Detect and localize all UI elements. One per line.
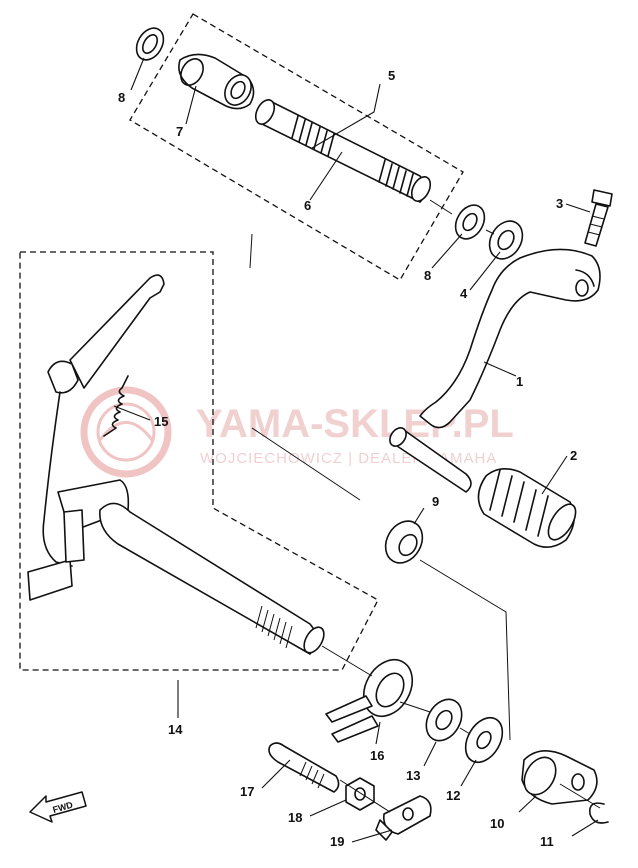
callout-11: 11 bbox=[540, 834, 554, 849]
part-1-shift-pedal bbox=[389, 248, 601, 493]
leader-lines bbox=[113, 57, 599, 843]
callout-4: 4 bbox=[460, 286, 468, 301]
callout-1: 1 bbox=[516, 374, 523, 389]
part-3-bolt bbox=[584, 189, 613, 247]
group-box-14 bbox=[19, 251, 379, 671]
callout-14: 14 bbox=[168, 722, 183, 737]
fwd-arrow-icon bbox=[29, 791, 87, 823]
part-8-upper-washer bbox=[135, 27, 165, 61]
callout-16: 16 bbox=[370, 748, 384, 763]
callout-15: 15 bbox=[154, 414, 168, 429]
callout-5: 5 bbox=[388, 68, 395, 83]
callout-19: 19 bbox=[330, 834, 344, 849]
callout-12: 12 bbox=[446, 788, 460, 803]
alignment-lines bbox=[249, 199, 601, 813]
callout-8-lower: 8 bbox=[424, 268, 431, 283]
watermark-logo-icon bbox=[80, 386, 172, 478]
watermark-brand: YAMA-SKLEP.PL bbox=[196, 402, 514, 446]
callouts: 1 2 3 4 5 6 7 8 8 9 10 11 12 13 14 15 16… bbox=[118, 68, 577, 849]
callout-6: 6 bbox=[304, 198, 311, 213]
callout-18: 18 bbox=[288, 810, 302, 825]
part-6-shaft bbox=[254, 99, 432, 203]
part-13-bearing bbox=[425, 698, 463, 742]
part-12-washer bbox=[464, 716, 504, 764]
callout-17: 17 bbox=[240, 784, 254, 799]
fwd-marker: FWD bbox=[29, 791, 87, 823]
callout-10: 10 bbox=[490, 816, 504, 831]
group-box-5 bbox=[129, 13, 464, 281]
part-17-pin bbox=[268, 742, 340, 793]
part-19-plate bbox=[375, 795, 432, 841]
part-10-collar bbox=[521, 750, 598, 805]
part-14-shift-shaft bbox=[27, 274, 325, 655]
part-16-lever-plate bbox=[325, 658, 414, 743]
part-8-lower-washer bbox=[454, 204, 486, 240]
part-7-arm-sleeve bbox=[178, 53, 255, 110]
part-4-bushing bbox=[488, 220, 524, 260]
callout-3: 3 bbox=[556, 196, 563, 211]
part-2-rubber bbox=[477, 468, 577, 548]
callout-8-upper: 8 bbox=[118, 90, 125, 105]
callout-9: 9 bbox=[432, 494, 439, 509]
part-15-spring bbox=[103, 375, 129, 437]
part-11-circlip bbox=[588, 802, 609, 824]
callout-13: 13 bbox=[406, 768, 420, 783]
callout-7: 7 bbox=[176, 124, 183, 139]
part-18-nut bbox=[345, 777, 375, 811]
callout-2: 2 bbox=[570, 448, 577, 463]
